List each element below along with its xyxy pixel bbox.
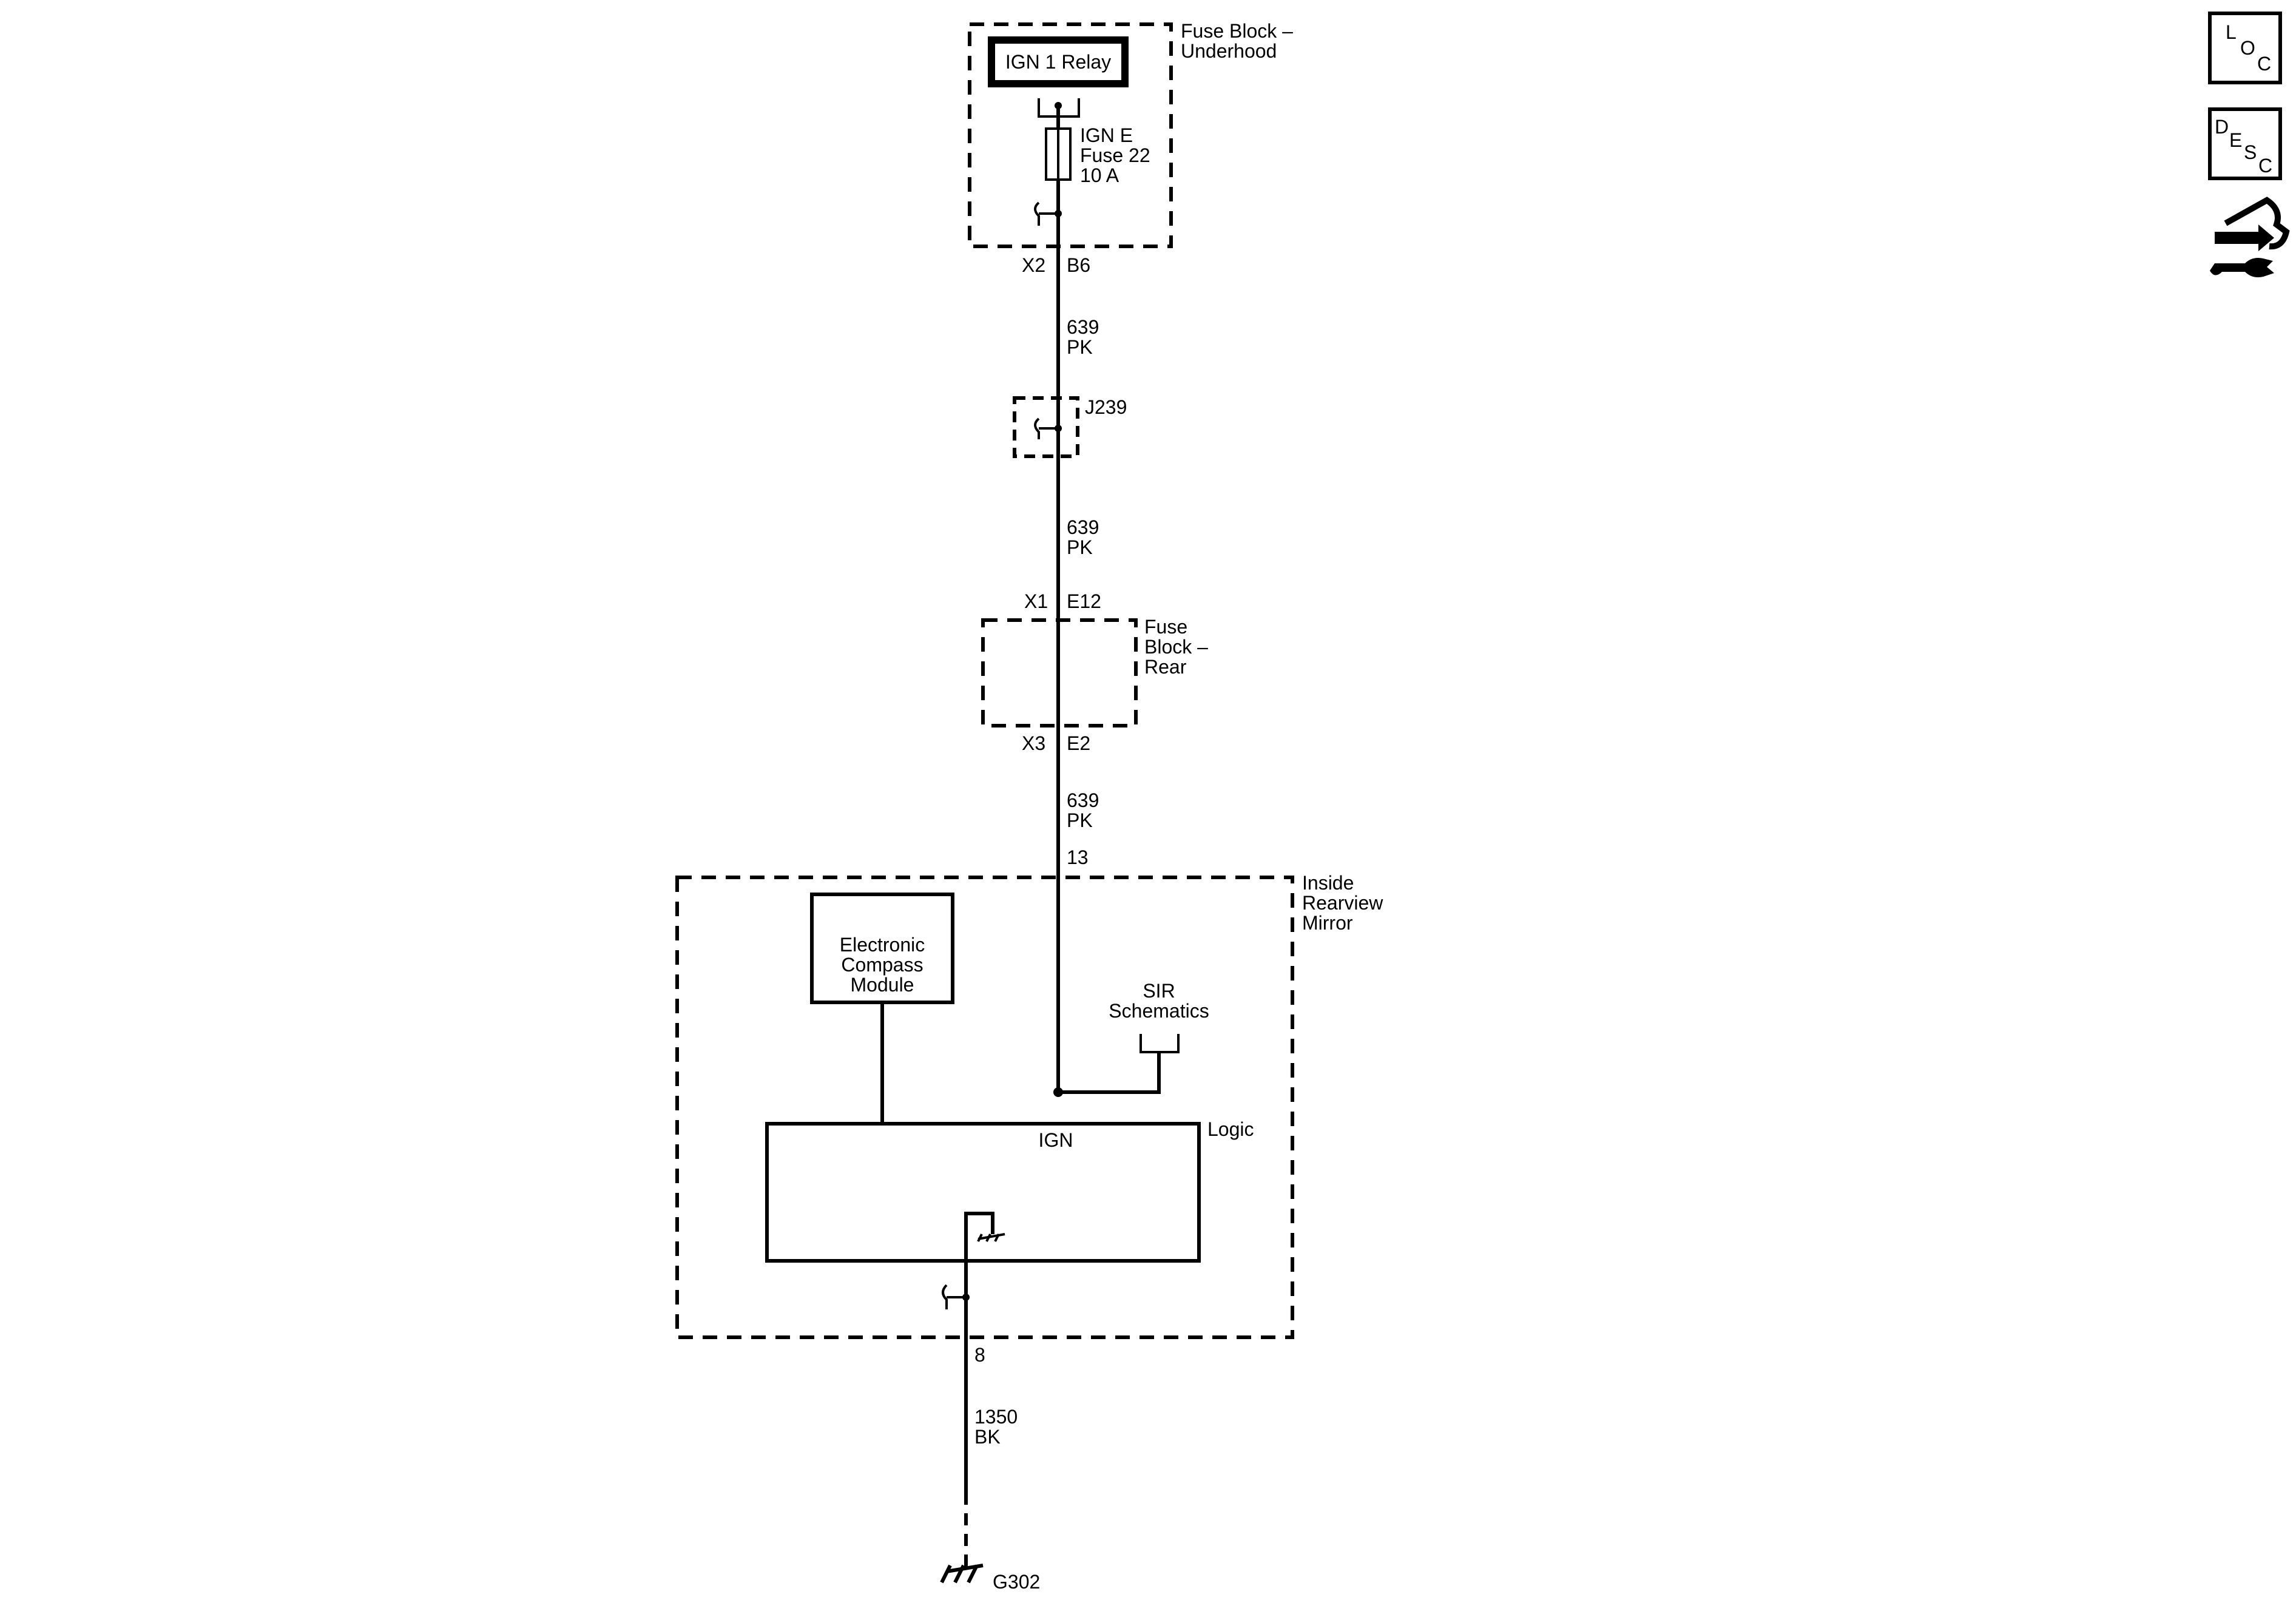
connector-b6-pin: B6 [1067, 254, 1090, 276]
loc-letter-o: O [2240, 37, 2255, 59]
connector-x3-label: X3 [1022, 732, 1045, 754]
mirror-pin-8: 8 [974, 1344, 985, 1366]
wire-2-circuit: 639 [1067, 516, 1099, 538]
sir-label-1: SIR [1143, 980, 1175, 1002]
wire-3-circuit: 639 [1067, 789, 1099, 811]
desc-letter-e: E [2229, 129, 2242, 151]
fuse-label-1: IGN E [1080, 124, 1133, 146]
ign1-relay-label: IGN 1 Relay [1005, 51, 1111, 73]
connector-x1-label: X1 [1024, 590, 1048, 612]
fuse-label-3: 10 A [1080, 164, 1119, 186]
chassis-ground-symbol-internal [964, 1212, 1005, 1300]
fuse-block-underhood: Fuse Block – Underhood [968, 20, 1293, 248]
compass-label-2: Compass [841, 954, 923, 976]
connector-e2-pin: E2 [1067, 732, 1090, 754]
ground-wire-circuit: 1350 [974, 1406, 1018, 1428]
mirror-label-2: Rearview [1302, 892, 1383, 914]
fuse-block-rear-label-1: Fuse [1144, 616, 1187, 638]
wire-3-color: PK [1067, 809, 1093, 831]
loc-letter-c: C [2257, 53, 2271, 75]
mirror-pin-13: 13 [1067, 846, 1089, 868]
sir-label-2[interactable]: Schematics [1109, 1000, 1209, 1022]
loc-button[interactable]: L O C [2208, 12, 2282, 84]
desc-letter-s: S [2244, 141, 2257, 163]
desc-button[interactable]: D E S C [2208, 107, 2282, 180]
wire-1-circuit: 639 [1067, 316, 1099, 338]
fuse-block-rear[interactable] [981, 618, 1138, 727]
ign1-relay[interactable]: IGN 1 Relay [988, 36, 1129, 87]
fuse-block-underhood-label: Fuse Block – [1181, 20, 1293, 42]
fuse-label-2: Fuse 22 [1080, 144, 1150, 166]
desc-letter-d: D [2215, 116, 2229, 138]
ground-g302[interactable] [940, 1564, 984, 1584]
fuse-block-rear-label-3: Rear [1144, 656, 1187, 678]
ground-wire-color: BK [974, 1426, 1001, 1448]
splice-label: J239 [1085, 396, 1127, 418]
electronic-compass-module[interactable] [810, 893, 954, 1124]
logic-label: Logic [1207, 1118, 1254, 1140]
logic-ign-label: IGN [1039, 1129, 1073, 1151]
compass-label-1: Electronic [840, 934, 925, 956]
loc-letter-l: L [2226, 21, 2237, 43]
desc-letter-c: C [2258, 155, 2272, 177]
sir-branch [1053, 1034, 1180, 1097]
logic-block[interactable] [765, 1122, 1201, 1263]
wire-2-color: PK [1067, 536, 1093, 558]
mirror-label-3: Mirror [1302, 912, 1353, 934]
fuse-22[interactable] [1045, 106, 1072, 214]
mirror-label-1: Inside [1302, 872, 1354, 894]
inside-rearview-mirror[interactable] [675, 876, 1294, 1339]
wire-1-color: PK [1067, 336, 1093, 358]
connector-wrench-icon[interactable] [2210, 197, 2290, 277]
connector-x2-label: X2 [1022, 254, 1045, 276]
fuse-block-underhood-label-2: Underhood [1181, 40, 1277, 62]
fuse-block-rear-label-2: Block – [1144, 636, 1208, 658]
compass-label-3: Module [851, 974, 914, 996]
splice-j239[interactable] [1013, 396, 1079, 458]
ground-label: G302 [993, 1571, 1040, 1593]
connector-e12-pin: E12 [1067, 590, 1101, 612]
